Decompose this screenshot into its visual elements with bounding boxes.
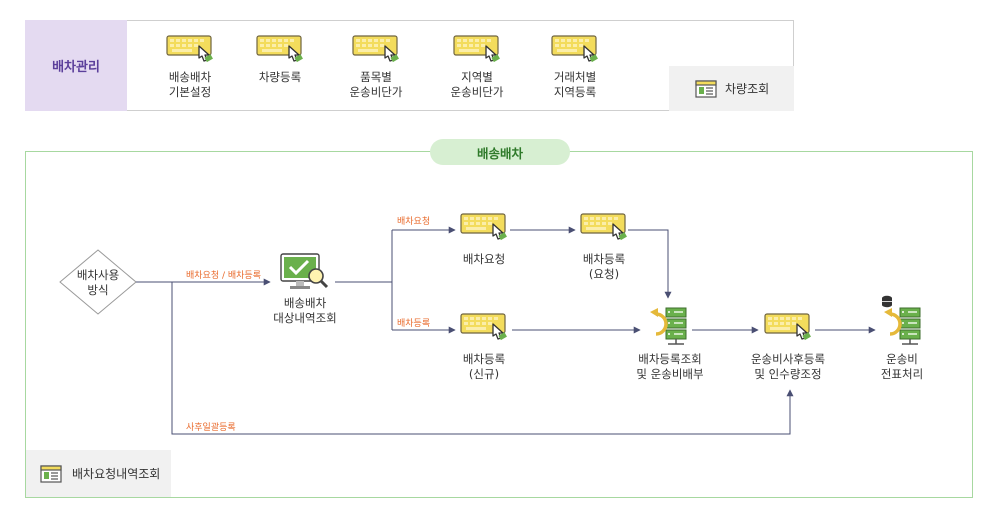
edge-label-register: 배차등록	[397, 319, 431, 329]
section-label: 배차관리	[25, 20, 127, 111]
search-node-label: 배송배차 대상내역조회	[273, 296, 337, 325]
menu-item-label: 배송배차 기본설정	[168, 70, 212, 99]
menu-item-customer-region-register[interactable]: 거래처별 지역등록	[525, 34, 625, 100]
list-window-icon	[40, 465, 62, 483]
monitor-search-icon	[280, 253, 329, 289]
keyboard-click-icon	[460, 312, 508, 344]
post-register-node-label: 운송비사후등록 및 인수량조정	[750, 352, 826, 381]
edge-label-request-or-register: 배차요청 / 배차등록	[186, 271, 261, 281]
menu-item-label: 품목별 운송비단가	[349, 70, 403, 99]
menu-item-delivery-basic-settings[interactable]: 배송배차 기본설정	[140, 34, 240, 100]
keyboard-click-icon	[580, 212, 628, 244]
server-sync-icon	[646, 302, 690, 346]
start-node-label: 배차사용 방식	[76, 268, 120, 297]
lookup-alloc-node-label: 배차등록조회 및 운송비배부	[636, 352, 704, 381]
edge-label-bulk-post: 사후일괄등록	[186, 423, 236, 433]
server-database-icon	[882, 295, 922, 346]
edge-label-request: 배차요청	[397, 217, 431, 227]
menu-item-item-freight-rate[interactable]: 품목별 운송비단가	[326, 34, 426, 100]
start-diamond	[59, 249, 137, 315]
menu-item-label: 거래처별 지역등록	[553, 70, 597, 99]
request-node-label: 배차요청	[462, 252, 506, 266]
vehicle-inquiry-label: 차량조회	[725, 82, 770, 96]
menu-item-vehicle-register[interactable]: 차량등록	[230, 34, 330, 85]
register-request-node-label: 배차등록 (요청)	[582, 252, 626, 281]
menu-item-label: 지역별 운송비단가	[450, 70, 504, 99]
flow-title: 배송배차	[430, 139, 570, 165]
keyboard-click-icon	[460, 212, 508, 244]
dispatch-request-inquiry-button[interactable]: 배차요청내역조회	[26, 450, 171, 497]
edge-bulk-post	[171, 282, 794, 435]
register-new-node-label: 배차등록 (신규)	[462, 352, 506, 381]
slip-node-label: 운송비 전표처리	[880, 352, 924, 381]
vehicle-inquiry-button[interactable]: 차량조회	[669, 66, 794, 111]
menu-item-region-freight-rate[interactable]: 지역별 운송비단가	[427, 34, 527, 100]
menu-item-label: 차량등록	[258, 70, 302, 84]
keyboard-click-icon	[764, 312, 812, 344]
edge-register-to-lookup	[628, 229, 672, 299]
dispatch-request-inquiry-label: 배차요청내역조회	[72, 467, 161, 481]
admin-menu-panel	[25, 20, 794, 111]
